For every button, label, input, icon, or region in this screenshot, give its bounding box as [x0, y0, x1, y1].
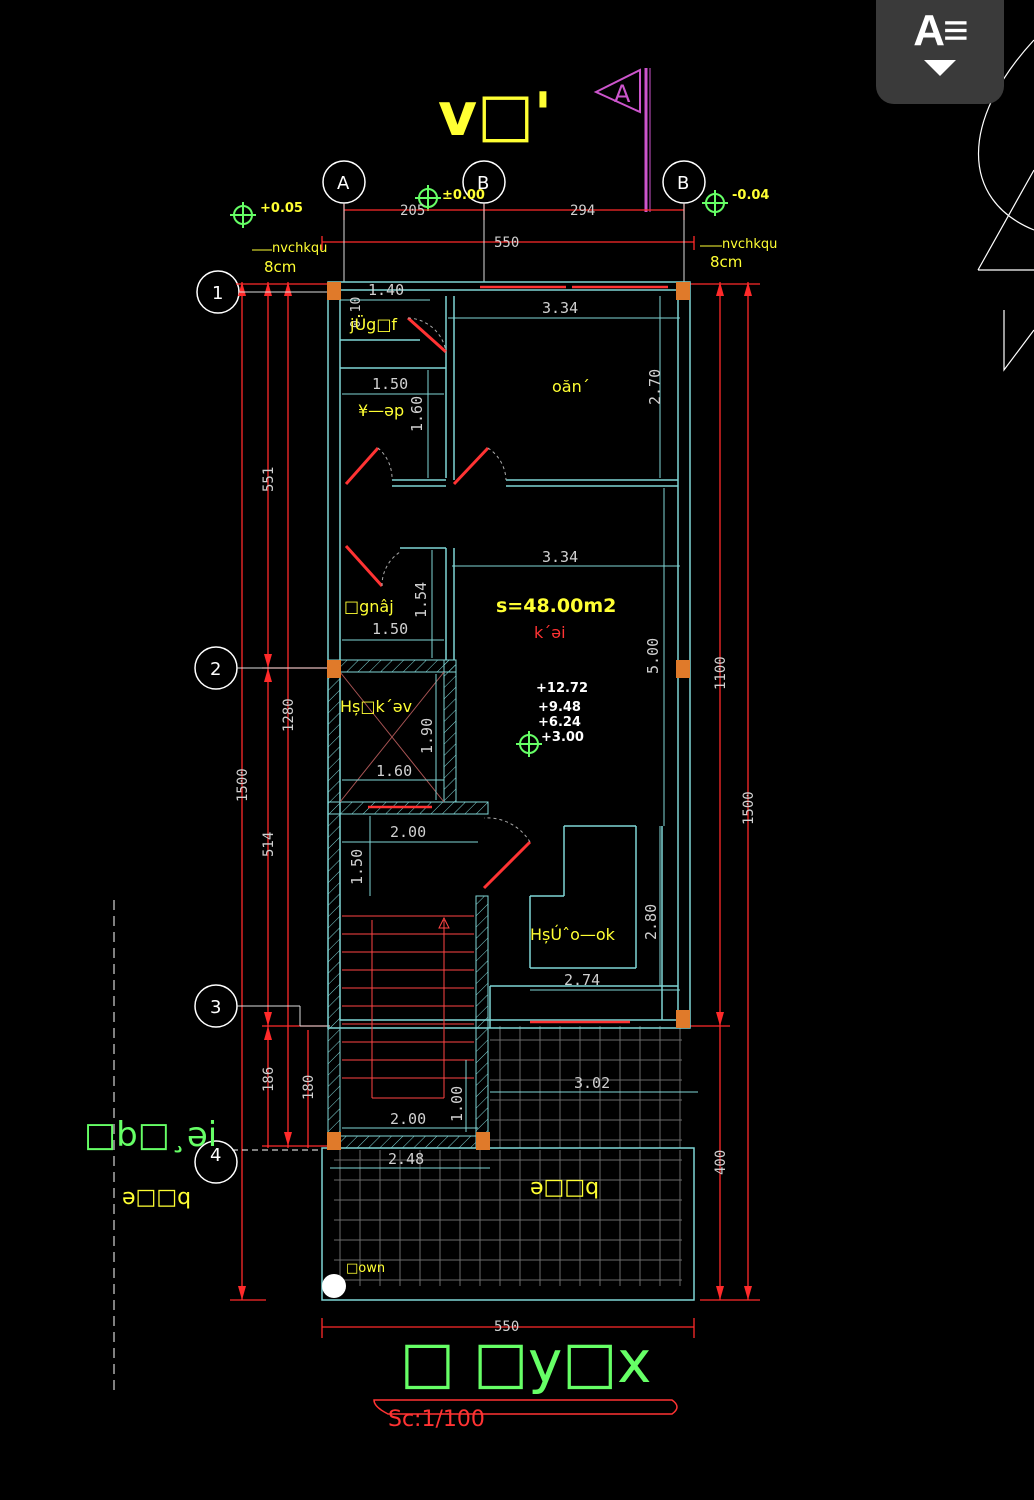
dim-right-400: 400 [713, 1150, 729, 1175]
dim-2-74: 2.74 [564, 971, 600, 989]
axis-bubbles-top [322, 160, 706, 204]
walls [327, 281, 691, 1029]
dim-bottom-550: 550 [494, 1319, 519, 1335]
scale-label: Sc:1/100 [388, 1407, 485, 1432]
axis-label-a: A [337, 173, 350, 194]
stair-void-wall-right [443, 659, 457, 803]
dim-0-10: 0.10 [349, 297, 364, 328]
dim-left-1500: 1500 [235, 768, 251, 802]
dim-left-551: 551 [261, 467, 277, 492]
door-swings [377, 317, 531, 843]
section-mark-label: A [614, 80, 631, 108]
room-label-yard: ə□□q [530, 1175, 599, 1200]
stair-treads [342, 915, 474, 1079]
scale-underline [373, 1399, 678, 1415]
note-right-b: 8cm [710, 253, 742, 271]
dim-1-90: 1.90 [418, 718, 436, 754]
section-marker: A [593, 68, 651, 212]
dim-1-00: 1.00 [448, 1086, 466, 1122]
dim-1-54: 1.54 [412, 582, 430, 618]
columns [327, 282, 690, 1150]
axis-grid [237, 203, 685, 1027]
level-right: -0.04 [732, 188, 769, 203]
axis-label-4: 4 [210, 1145, 221, 1166]
yard-outline [321, 1147, 695, 1301]
room-label-bedroom: oăn´ [552, 377, 590, 396]
dim-2-48: 2.48 [388, 1150, 424, 1168]
note-right-a: nvchkqu [722, 237, 777, 252]
dim-left-1280: 1280 [281, 698, 297, 732]
dim-1-50-a: 1.50 [372, 375, 408, 393]
left-note-1: □b□¸əi [84, 1115, 217, 1155]
stair-level-1: +12.72 [536, 681, 588, 696]
dim-3-02: 3.02 [574, 1074, 610, 1092]
stair-level-2: +9.48 [538, 700, 581, 715]
dim-3-34-a: 3.34 [542, 299, 578, 317]
axis-label-b1: B [477, 173, 489, 194]
dim-left-514: 514 [261, 832, 277, 857]
text-tool-button[interactable]: A≡ [876, 0, 1004, 104]
axis-label-3: 3 [210, 997, 221, 1018]
dim-1-60-h: 1.60 [376, 762, 412, 780]
dimension-lines [230, 204, 760, 1338]
stair-wall-left [327, 813, 341, 1149]
dim-1-40: 1.40 [368, 281, 404, 299]
dim-5-00: 5.00 [644, 638, 662, 674]
floor-title: □ □y□x [400, 1328, 651, 1396]
tiled-balcony [490, 1026, 682, 1148]
tiled-yard [334, 1150, 682, 1286]
windows [368, 285, 668, 1024]
axis-label-2: 2 [210, 659, 221, 680]
stair-arrow [371, 916, 450, 1099]
dim-3-34-b: 3.34 [542, 548, 578, 566]
stair-wall-right [475, 895, 489, 1149]
dim-left-186: 186 [261, 1067, 277, 1092]
drawing-title: v□' [438, 80, 552, 150]
dim-top-294: 294 [570, 203, 595, 219]
level-markers [230, 185, 728, 757]
axis-label-b2: B [677, 173, 689, 194]
area-sub-label: k´əi [534, 623, 566, 642]
stair-wall-bottom [327, 1135, 489, 1149]
dim-right-1100: 1100 [713, 656, 729, 690]
level-mid: ±0.00 [442, 188, 485, 203]
room-label-wc: jÜg□f [349, 315, 397, 334]
stair-down-label: □own [346, 1261, 385, 1276]
note-left-a: nvchkqu [272, 241, 327, 256]
left-note-2: ə□□q [122, 1185, 191, 1210]
room-label-stair-void: Hș□k´əv [340, 697, 412, 716]
room-label-kitchen: □gnâj [344, 597, 394, 616]
stair-void-wall-left [327, 659, 341, 803]
dim-left-180: 180 [301, 1075, 317, 1100]
dim-1-50-b: 1.50 [372, 620, 408, 638]
stair-level-3: +6.24 [538, 715, 581, 730]
dim-2-80: 2.80 [642, 904, 660, 940]
room-label-balcony: HșÚˆo—ok [530, 925, 616, 944]
area-label: s=48.00m2 [496, 595, 616, 617]
doors [344, 316, 532, 890]
note-left-b: 8cm [264, 258, 296, 276]
dim-top-205: 205 [400, 203, 425, 219]
background-curves [977, 39, 1034, 372]
room-label-closet: ¥—əp [358, 401, 404, 420]
stair-void-wall [327, 659, 457, 673]
text-tool-label: A≡ [913, 6, 968, 55]
dim-top-550: 550 [494, 235, 519, 251]
dim-2-00-a: 2.00 [390, 823, 426, 841]
dim-2-00-b: 2.00 [390, 1110, 426, 1128]
inner-dims [330, 296, 698, 1169]
dim-1-60-v: 1.60 [408, 396, 426, 432]
level-left: +0.05 [260, 201, 303, 216]
chevron-down-icon[interactable] [924, 60, 956, 76]
dim-1-50-v: 1.50 [348, 849, 366, 885]
dim-right-1500: 1500 [741, 791, 757, 825]
dim-2-70: 2.70 [646, 369, 664, 405]
axis-label-1: 1 [212, 283, 223, 304]
stair-level-4: +3.00 [541, 730, 584, 745]
start-point-marker [322, 1274, 346, 1298]
axis-bubbles-left [194, 270, 240, 1184]
